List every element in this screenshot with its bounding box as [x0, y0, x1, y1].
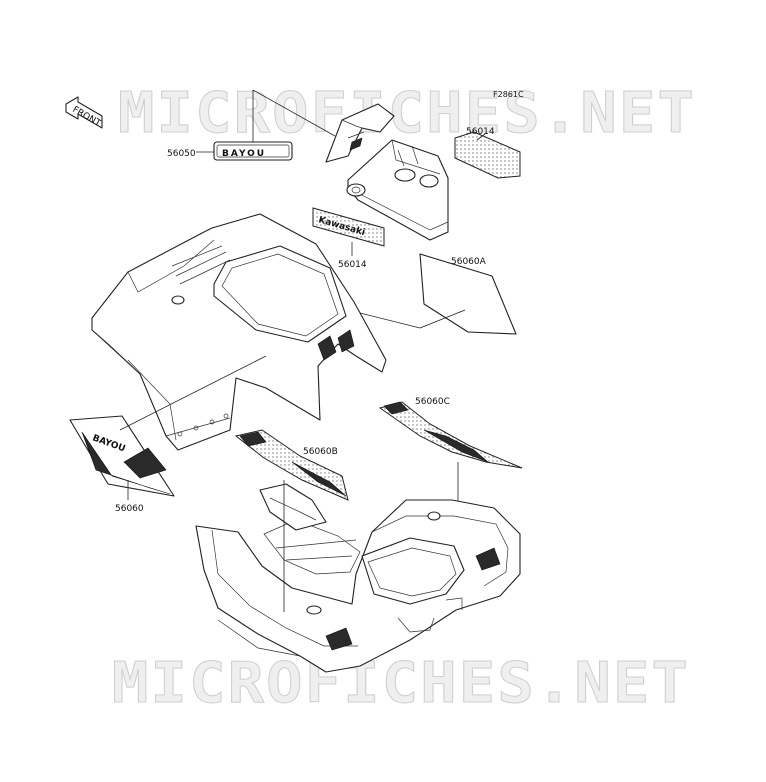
bayou-emblem-decal: BAYOU [213, 141, 293, 161]
callout-56014-top: 56014 [466, 127, 495, 137]
decal-56060C [378, 401, 523, 469]
watermark-top: MICROFICHES.NET [118, 81, 696, 146]
figure-code: F2861C [493, 90, 524, 99]
bayou-emblem-text: BAYOU [222, 149, 266, 159]
front-fender [91, 213, 387, 451]
callout-56014-mid: 56014 [338, 260, 367, 270]
rear-fender [195, 499, 521, 673]
decal-56014-top [454, 131, 521, 179]
kawasaki-emblem-decal: Kawasaki [312, 207, 385, 247]
callout-56050: 56050 [167, 149, 196, 159]
rear-bracket [259, 483, 327, 531]
front-arrow-icon: FRONT [65, 96, 103, 129]
meter-cover [346, 139, 449, 241]
watermark-bottom: MICROFICHES.NET [112, 651, 690, 716]
callout-56060B: 56060B [303, 447, 338, 457]
decal-56060B [234, 429, 349, 501]
decal-56060A [419, 253, 517, 335]
callout-56060A: 56060A [451, 257, 487, 267]
callout-56060C: 56060C [415, 397, 450, 407]
callout-56060: 56060 [115, 504, 144, 514]
decal-56060-side: BAYOU [69, 415, 175, 497]
upper-bracket [325, 103, 395, 163]
